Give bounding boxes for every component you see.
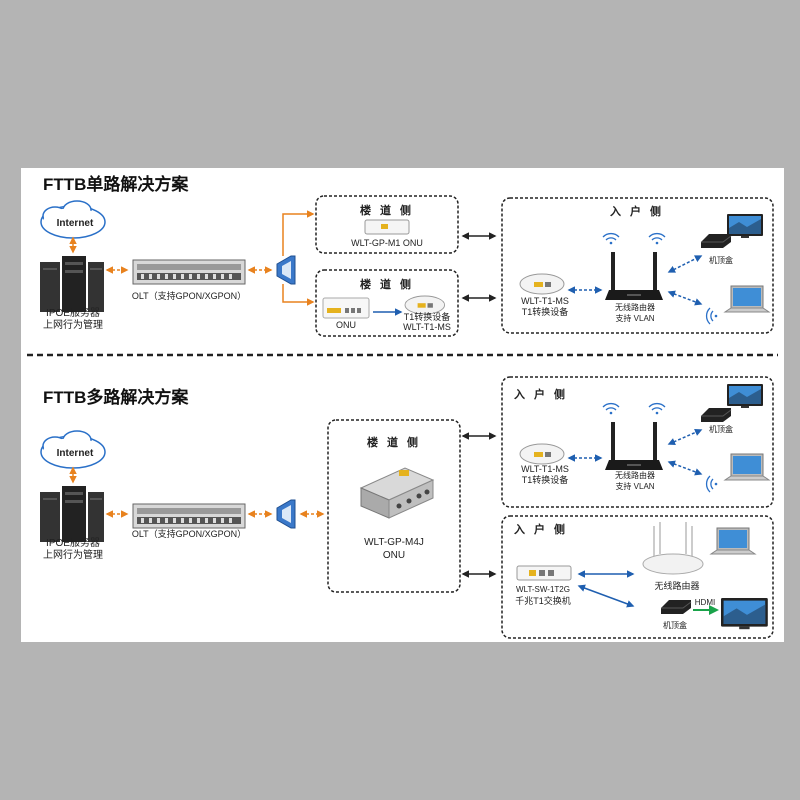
top-corridor-1-device: WLT-GP-M1 ONU [351, 238, 423, 248]
top-olt-icon [132, 259, 246, 285]
bottom-stb-2-icon [660, 599, 692, 615]
bottom-switch-label-2: 千兆T1交换机 [515, 595, 571, 606]
bottom-corridor-box [327, 419, 461, 593]
bottom-switch-icon [516, 565, 572, 581]
bottom-router-2-label: 无线路由器 [654, 580, 699, 591]
bottom-t1-icon [519, 443, 565, 465]
bottom-home-box-1 [501, 376, 774, 508]
top-onu-icon [322, 297, 370, 319]
bottom-switch-label-1: WLT-SW-1T2G [516, 585, 570, 594]
bottom-title: FTTB多路解决方案 [43, 387, 189, 407]
bottom-laptop-wifi-icon [705, 475, 718, 493]
top-router-label-2: 支持 VLAN [615, 313, 654, 323]
top-corridor-2-onu: ONU [336, 320, 356, 330]
top-tv-icon [727, 214, 763, 238]
top-olt-label: OLT（支持GPON/XGPON） [132, 290, 246, 301]
top-splitter-up-link [282, 210, 315, 256]
top-router-laptop-link [667, 290, 703, 306]
top-server-icon [40, 256, 104, 312]
top-splitter-icon [276, 255, 296, 285]
bottom-olt-icon [132, 503, 246, 529]
top-corridor-box-2 [315, 269, 459, 337]
bottom-laptop-icon [724, 453, 770, 481]
bottom-stb-label: 机顶盒 [709, 424, 733, 434]
top-wifi-icon-right [648, 232, 666, 245]
top-t1-label-2: T1转换设备 [522, 306, 569, 317]
bottom-router-label-2: 支持 VLAN [615, 481, 654, 491]
network-diagram: FTTB单路解决方案 Internet IPOE服务器 上网行为管理 OLT（支… [27, 174, 778, 639]
diagram-panel: FTTB单路解决方案 Internet IPOE服务器 上网行为管理 OLT（支… [21, 168, 784, 642]
top-onu-m1-icon [364, 219, 410, 235]
top-corridor-box-1 [315, 195, 459, 254]
top-internet-label: Internet [57, 218, 94, 229]
bottom-onu-m4j-icon [359, 467, 435, 519]
bottom-server-icon [40, 486, 104, 542]
top-server-label-1: IPOE服务器 [46, 306, 100, 319]
bottom-corridor-title: 楼 道 侧 [367, 435, 421, 449]
bottom-onu-label-2: ONU [383, 550, 405, 561]
bottom-router-stb-link [667, 428, 703, 446]
top-stb-label: 机顶盒 [709, 255, 733, 265]
bottom-stb-2-label: 机顶盒 [663, 620, 687, 630]
top-splitter-down-link [282, 284, 315, 306]
top-corridor-2-title: 楼 道 侧 [360, 277, 414, 291]
bottom-router-2-icon [642, 522, 704, 575]
bottom-stb-icon [700, 407, 732, 423]
bottom-internet-label: Internet [57, 448, 94, 459]
bottom-t1-label-2: T1转换设备 [522, 474, 569, 485]
bottom-switch-stb-link [577, 584, 635, 608]
top-t1-label-1: WLT-T1-MS [521, 296, 569, 306]
top-router-stb-link [667, 255, 703, 273]
bottom-hdmi-label: HDMI [695, 598, 715, 607]
bottom-wifi-icon-left [602, 402, 620, 415]
bottom-tv-icon [727, 384, 763, 408]
bottom-tv-2-icon [721, 598, 768, 630]
top-corridor-1-title: 楼 道 侧 [360, 203, 414, 217]
top-corridor-2-conv-2: WLT-T1-MS [403, 322, 451, 332]
bottom-router-label-1: 无线路由器 [615, 470, 655, 480]
top-stb-icon [700, 233, 732, 249]
top-laptop-wifi-icon [705, 307, 718, 325]
bottom-laptop-2-icon [710, 527, 756, 555]
top-home-box [501, 197, 774, 334]
bottom-home-box-2 [501, 515, 774, 639]
bottom-splitter-icon [276, 499, 296, 529]
top-t1-icon [519, 273, 565, 295]
bottom-home-2-title: 入 户 侧 [514, 522, 568, 536]
top-home-title: 入 户 侧 [610, 204, 664, 218]
top-router-icon [605, 252, 663, 300]
bottom-server-label-1: IPOE服务器 [46, 536, 100, 549]
bottom-t1-label-1: WLT-T1-MS [521, 464, 569, 474]
bottom-wifi-icon-right [648, 402, 666, 415]
top-corridor-2-conv-1: T1转换设备 [404, 311, 451, 322]
top-router-label-1: 无线路由器 [615, 302, 655, 312]
top-wifi-icon-left [602, 232, 620, 245]
top-server-label-2: 上网行为管理 [43, 318, 103, 331]
bottom-onu-label-1: WLT-GP-M4J [364, 537, 424, 548]
bottom-router-icon [605, 422, 663, 470]
bottom-home-1-title: 入 户 侧 [514, 387, 568, 401]
bottom-server-label-2: 上网行为管理 [43, 548, 103, 561]
bottom-olt-label: OLT（支持GPON/XGPON） [132, 528, 246, 539]
top-laptop-icon [724, 285, 770, 313]
top-title: FTTB单路解决方案 [43, 174, 189, 194]
bottom-router-laptop-link [667, 460, 703, 476]
